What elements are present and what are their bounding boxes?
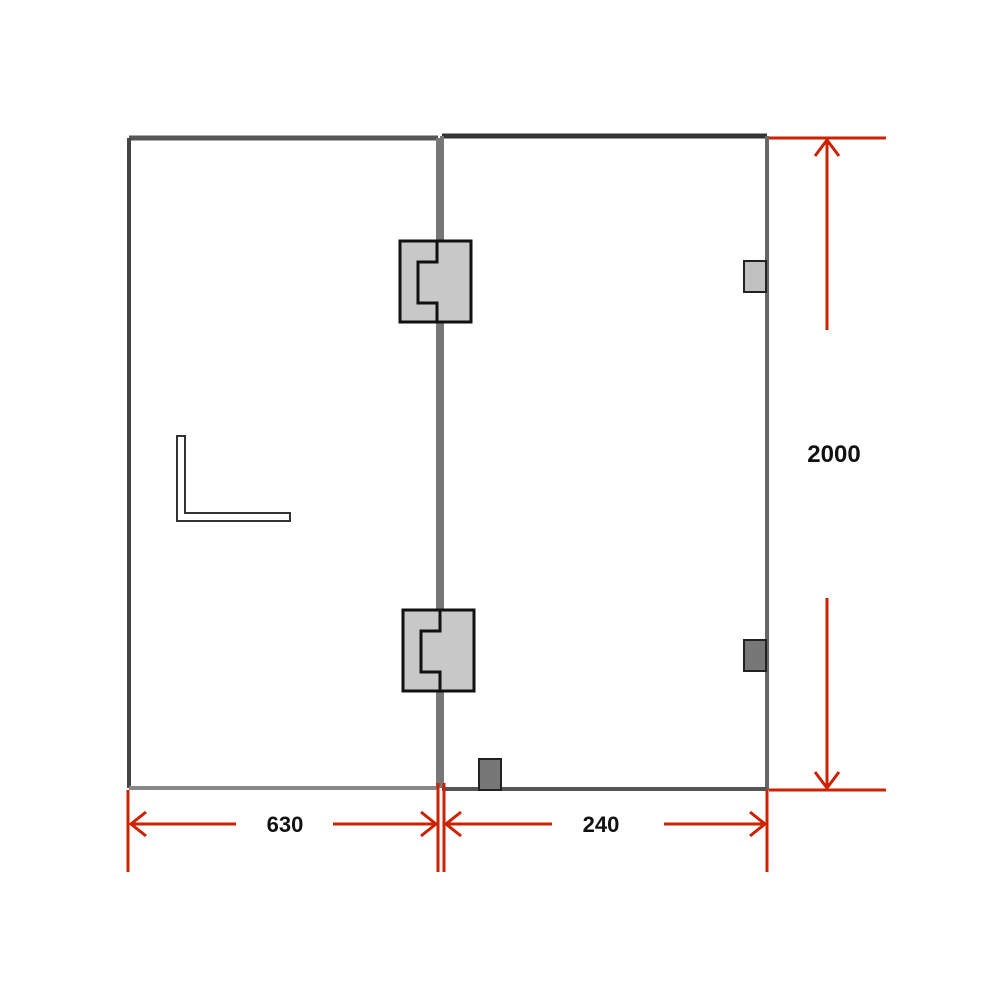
- right-width-label: 240: [583, 812, 620, 837]
- wall-clamp-bottom-icon: [743, 639, 767, 672]
- hinge-top-icon: [398, 239, 473, 324]
- height-label: 2000: [807, 441, 860, 468]
- right-fixed-panel: [440, 133, 769, 791]
- door-handle-icon: [176, 435, 291, 522]
- floor-clamp-icon: [478, 758, 502, 791]
- dimension-lines: [126, 136, 886, 872]
- left-door-panel: [127, 135, 440, 790]
- hinge-bottom-icon: [401, 608, 476, 693]
- wall-clamp-top-icon: [743, 260, 767, 293]
- left-width-label: 630: [267, 812, 304, 837]
